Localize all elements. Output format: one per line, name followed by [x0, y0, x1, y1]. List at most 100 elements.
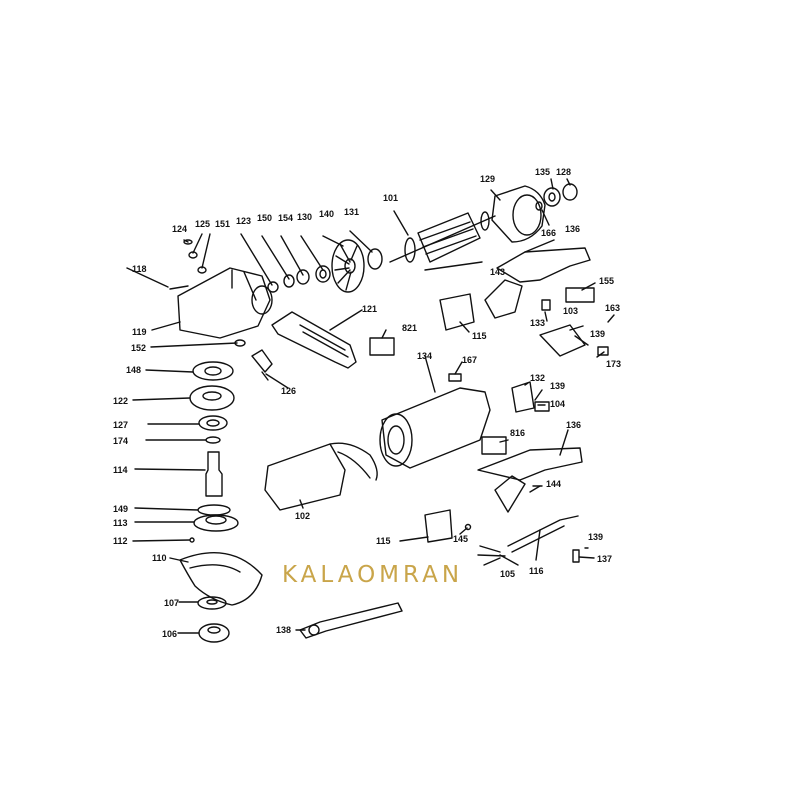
label-173: 173 [606, 359, 621, 369]
label-103: 103 [563, 306, 578, 316]
label-115-a: 115 [472, 331, 487, 341]
label-124: 124 [172, 224, 187, 234]
part-113-flange [193, 514, 239, 532]
part-123-ring [267, 281, 279, 293]
label-138: 138 [276, 625, 291, 635]
label-104: 104 [550, 399, 565, 409]
label-149: 149 [113, 504, 128, 514]
label-132: 132 [530, 373, 545, 383]
label-137: 137 [597, 554, 612, 564]
part-140-fan [331, 239, 365, 293]
label-106: 106 [162, 629, 177, 639]
label-816: 816 [510, 428, 525, 438]
label-139-b: 139 [550, 381, 565, 391]
part-number-labels: 124 125 151 123 150 154 130 140 131 101 … [113, 167, 621, 639]
part-107-flange [197, 596, 227, 610]
part-110-wheel-guard [179, 552, 263, 606]
part-129-end-cap [491, 185, 546, 243]
label-139-a: 139 [590, 329, 605, 339]
label-127: 127 [113, 420, 128, 430]
part-122-flange [189, 385, 235, 411]
label-101: 101 [383, 193, 398, 203]
label-118: 118 [132, 264, 147, 274]
part-126-spindle-lock [251, 349, 273, 381]
watermark-text: KALAOMRAN [282, 562, 464, 588]
label-119: 119 [132, 327, 147, 337]
label-136: 136 [565, 224, 580, 234]
label-143: 143 [490, 267, 505, 277]
part-144-screw [529, 485, 541, 493]
label-126: 126 [281, 386, 296, 396]
part-106-nut [198, 623, 230, 643]
part-154-ring [296, 269, 310, 285]
label-130: 130 [297, 212, 312, 222]
part-114-spindle [205, 451, 223, 497]
label-140: 140 [319, 209, 334, 219]
part-137-strain-relief [572, 549, 580, 563]
label-105: 105 [500, 569, 515, 579]
label-116: 116 [529, 566, 544, 576]
label-107: 107 [164, 598, 179, 608]
part-150-ring [283, 274, 295, 288]
label-148: 148 [126, 365, 141, 375]
part-134-motor-housing [379, 387, 491, 469]
part-155-brush [565, 287, 595, 303]
label-102: 102 [295, 511, 310, 521]
part-121-side-handle [271, 311, 357, 369]
part-116-cable [507, 515, 579, 553]
part-149-seal [197, 504, 231, 516]
label-129: 129 [480, 174, 495, 184]
label-150: 150 [257, 213, 272, 223]
label-154: 154 [278, 213, 293, 223]
part-136-handle-upper [484, 247, 591, 319]
label-133: 133 [530, 318, 545, 328]
part-128-bearing [562, 183, 578, 201]
label-123: 123 [236, 216, 251, 226]
label-155: 155 [599, 276, 614, 286]
label-163: 163 [605, 303, 620, 313]
part-131-washer [367, 248, 383, 270]
label-113: 113 [113, 518, 128, 528]
part-102-field-coil [264, 442, 378, 511]
label-166: 166 [541, 228, 556, 238]
part-173-spring [597, 346, 609, 356]
label-122: 122 [113, 396, 128, 406]
label-112: 112 [113, 536, 128, 546]
label-110: 110 [152, 553, 167, 563]
label-152: 152 [131, 343, 146, 353]
part-119-gear-housing [177, 267, 273, 339]
part-816-tag [481, 436, 507, 455]
label-114: 114 [113, 465, 128, 475]
label-144: 144 [546, 479, 561, 489]
label-139-c: 139 [588, 532, 603, 542]
part-101-armature [389, 211, 496, 263]
part-103-brushholder [539, 324, 586, 357]
label-135: 135 [535, 167, 550, 177]
label-121: 121 [362, 304, 377, 314]
part-138-spanner [299, 602, 403, 639]
part-127-bearing [198, 415, 228, 431]
part-115-label-bottom [424, 509, 453, 543]
part-115-label-top [439, 293, 475, 331]
label-167: 167 [462, 355, 477, 365]
part-143-rod [424, 261, 483, 271]
part-167-tag [448, 373, 462, 382]
part-132-switch [511, 381, 535, 413]
label-134: 134 [417, 351, 432, 361]
part-821-tag [369, 337, 395, 356]
label-151: 151 [215, 219, 230, 229]
part-145-screw [464, 523, 472, 531]
label-131: 131 [344, 207, 359, 217]
label-136-b: 136 [566, 420, 581, 430]
part-118-screw [169, 285, 189, 290]
part-135-bearing [543, 187, 561, 207]
part-124-screw [183, 239, 193, 245]
part-130-bearing [315, 265, 331, 283]
part-104-brush [534, 401, 550, 412]
label-115-b: 115 [376, 536, 391, 546]
part-166-washer [535, 201, 543, 211]
label-821: 821 [402, 323, 417, 333]
label-125: 125 [195, 219, 210, 229]
part-148-bevel-gear [192, 361, 234, 381]
part-174-washer [205, 436, 221, 444]
